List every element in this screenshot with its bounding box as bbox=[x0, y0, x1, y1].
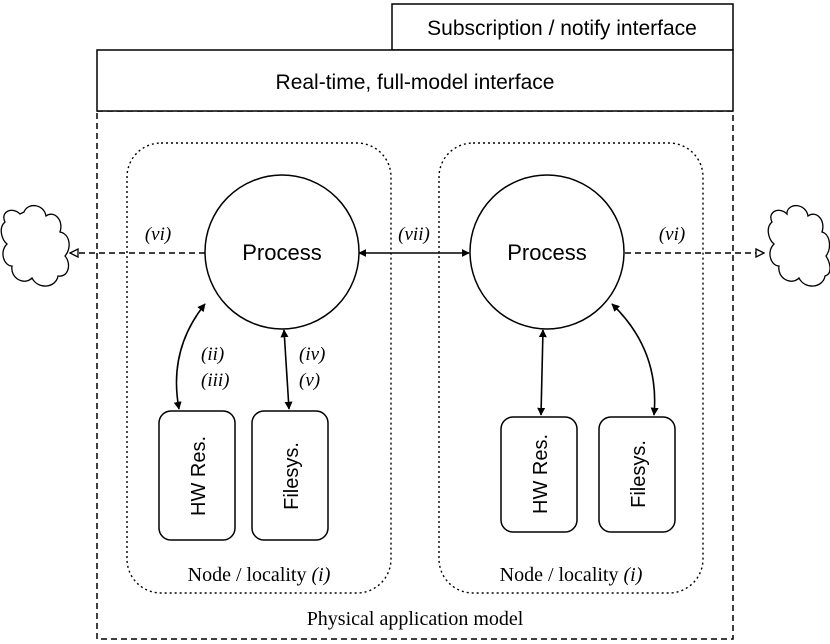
hw-resource-left bbox=[158, 410, 236, 541]
process-label-left: Process bbox=[242, 240, 321, 265]
node-label-right-tag: (i) bbox=[623, 564, 642, 586]
filesystem-label-right: Filesys. bbox=[628, 440, 650, 508]
hw-resource-right bbox=[500, 416, 578, 533]
annotation-iii: (iii) bbox=[201, 370, 230, 391]
process-circle-left bbox=[204, 174, 360, 330]
cloud-icon-right bbox=[767, 205, 830, 287]
node-locality-left bbox=[126, 142, 392, 594]
filesystem-label-left: Filesys. bbox=[281, 442, 303, 510]
node-label-left: Node / locality (i) bbox=[188, 564, 331, 586]
node-locality-right bbox=[438, 142, 704, 594]
left-process-fs-link bbox=[280, 329, 293, 410]
hw-resource-label-right: HW Res. bbox=[530, 434, 552, 514]
node-label-right: Node / locality (i) bbox=[500, 564, 643, 586]
annotation-vi-right: (vi) bbox=[659, 224, 685, 245]
annotation-vii: (vii) bbox=[398, 224, 430, 245]
left-process-hw-link bbox=[173, 303, 206, 410]
node-label-right-text: Node / locality bbox=[500, 564, 624, 586]
process-circle-right bbox=[469, 174, 625, 330]
node-label-left-tag: (i) bbox=[311, 564, 330, 586]
annotation-iv: (iv) bbox=[299, 344, 325, 365]
annotation-vi-left: (vi) bbox=[145, 224, 171, 245]
filesystem-right bbox=[598, 416, 676, 533]
filesystem-left bbox=[251, 410, 329, 541]
right-process-hw-link bbox=[537, 329, 547, 416]
physical-model-label: Physical application model bbox=[307, 608, 524, 630]
realtime-interface-label: Real-time, full-model interface bbox=[276, 71, 555, 94]
physical-model-boundary bbox=[96, 110, 734, 640]
node-label-left-text: Node / locality bbox=[188, 564, 312, 586]
cloud-icon-left bbox=[0, 205, 70, 287]
hw-resource-label-left: HW Res. bbox=[188, 436, 210, 516]
subscription-interface-label: Subscription / notify interface bbox=[427, 17, 697, 40]
annotation-v: (v) bbox=[299, 370, 320, 391]
right-process-fs-link bbox=[611, 303, 659, 416]
realtime-interface-box bbox=[96, 49, 734, 112]
process-label-right: Process bbox=[507, 240, 586, 265]
subscription-interface-box bbox=[391, 3, 734, 51]
annotation-ii: (ii) bbox=[201, 344, 224, 365]
